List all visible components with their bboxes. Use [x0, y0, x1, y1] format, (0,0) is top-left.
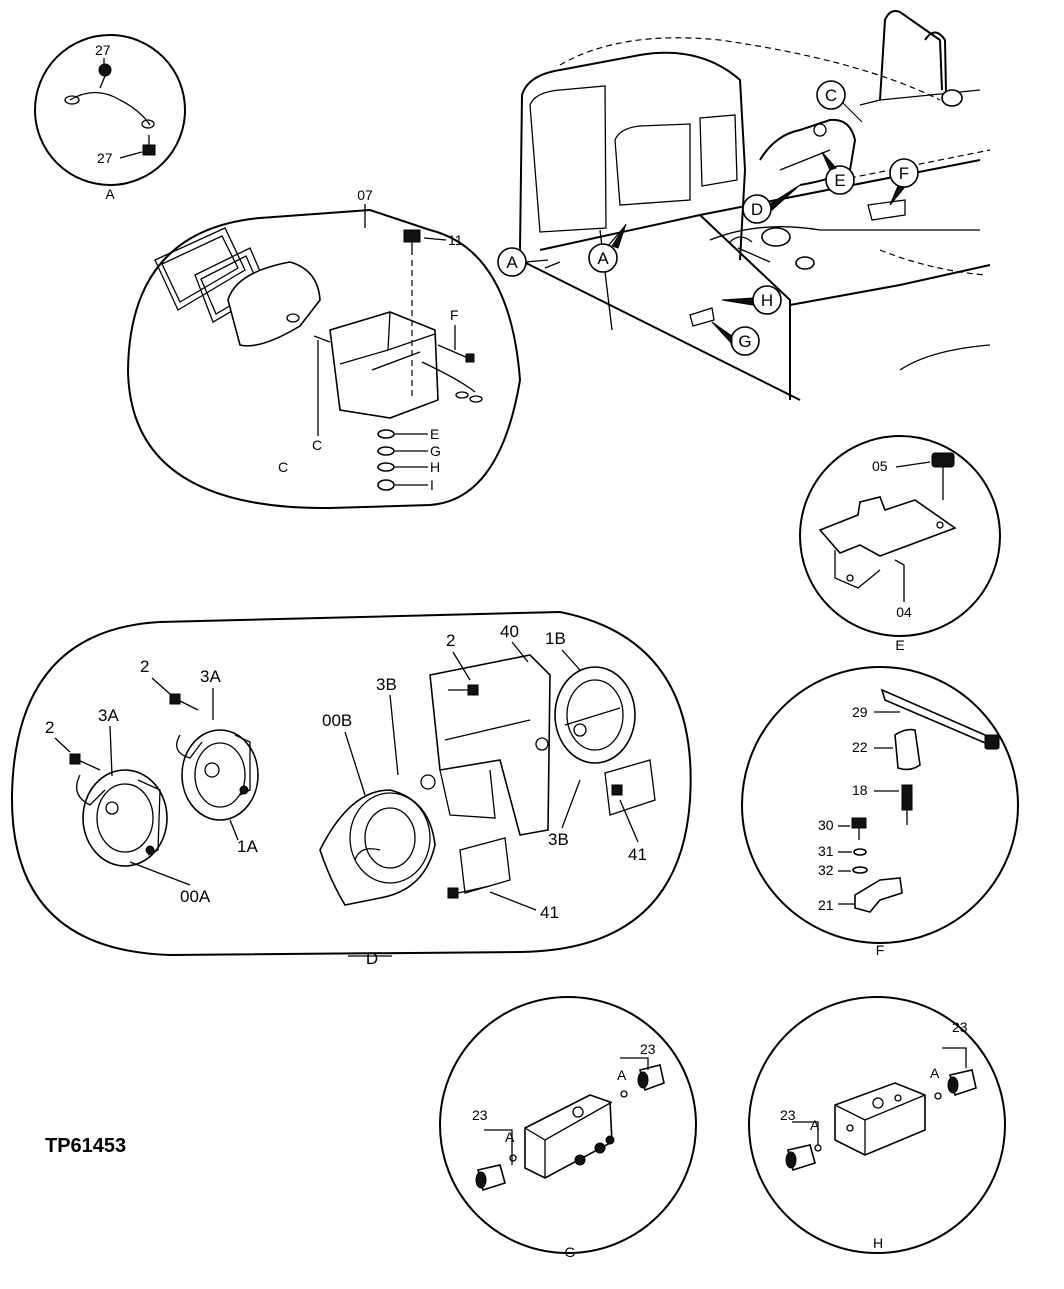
part-3B-left: 3B — [376, 675, 397, 694]
part-30: 30 — [818, 817, 834, 833]
part-2-left: 2 — [45, 718, 54, 737]
part-23-lower: 23 — [780, 1107, 796, 1123]
part-3A-mid: 3A — [200, 667, 221, 686]
callout-A-overview: A — [497, 247, 549, 277]
detail-D: 2 3A 2 3A 1A 00A 2 — [10, 610, 692, 968]
part-1B: 1B — [545, 629, 566, 648]
callout-G-overview: G — [711, 321, 760, 356]
svg-text:E: E — [834, 171, 845, 190]
detail-E: 05 04 E — [799, 435, 1001, 653]
svg-text:H: H — [761, 291, 773, 310]
callout-E-overview: E — [821, 151, 855, 195]
part-A-upper: A — [930, 1065, 940, 1081]
detail-H: 23 A 23 A H — [748, 996, 1006, 1254]
part-27-lower: 27 — [97, 150, 113, 166]
part-I: I — [430, 477, 434, 493]
part-11: 11 — [448, 232, 463, 248]
part-41-right: 41 — [628, 845, 647, 864]
part-23-lower: 23 — [472, 1107, 488, 1123]
part-18: 18 — [852, 782, 868, 798]
machine-overview: A A C D E F H — [497, 10, 991, 401]
svg-text:F: F — [899, 164, 909, 183]
callout-label: A — [506, 253, 518, 272]
part-05: 05 — [872, 458, 888, 474]
part-3A-left: 3A — [98, 706, 119, 725]
callout-F-overview: F — [889, 158, 919, 206]
detail-E-caption: E — [895, 637, 904, 653]
callout-H-overview: H — [721, 285, 782, 315]
part-A-upper: A — [617, 1067, 627, 1083]
detail-G-caption: G — [565, 1244, 576, 1260]
callout-C-overview: C — [816, 80, 863, 123]
part-00B: 00B — [322, 711, 352, 730]
part-E: E — [430, 426, 439, 442]
detail-F: 29 22 18 30 31 32 21 F — [741, 666, 1019, 958]
part-31: 31 — [818, 843, 834, 859]
detail-C-caption: C — [278, 459, 288, 475]
part-F: F — [450, 307, 459, 323]
part-A-lower: A — [505, 1129, 515, 1145]
detail-A-caption: A — [105, 186, 115, 202]
detail-G: 23 A 23 A G — [439, 996, 697, 1260]
part-29: 29 — [852, 704, 868, 720]
detail-H-caption: H — [873, 1235, 883, 1251]
part-23-upper: 23 — [640, 1041, 656, 1057]
detail-C: 07 11 F C — [126, 187, 522, 510]
part-2-right: 2 — [446, 631, 455, 650]
detail-F-caption: F — [876, 942, 885, 958]
svg-text:D: D — [751, 200, 763, 219]
part-04: 04 — [896, 604, 912, 620]
part-H: H — [430, 459, 440, 475]
part-A-lower: A — [810, 1117, 820, 1133]
part-G: G — [430, 443, 441, 459]
part-C: C — [312, 437, 322, 453]
figure-id: TP61453 — [45, 1135, 126, 1157]
part-00A: 00A — [180, 887, 211, 906]
part-40: 40 — [500, 622, 519, 641]
callout-A-cab: A — [588, 223, 627, 273]
part-21: 21 — [818, 897, 834, 913]
part-27-upper: 27 — [95, 42, 111, 58]
svg-text:C: C — [825, 86, 837, 105]
part-07: 07 — [357, 187, 373, 203]
svg-text:A: A — [597, 249, 609, 268]
detail-A: 27 27 A — [34, 34, 186, 202]
part-2-mid: 2 — [140, 657, 149, 676]
part-3B-right: 3B — [548, 830, 569, 849]
part-32: 32 — [818, 862, 834, 878]
callout-D-overview: D — [742, 184, 801, 224]
part-1A: 1A — [237, 837, 258, 856]
svg-text:G: G — [738, 332, 751, 351]
part-23-upper: 23 — [952, 1019, 968, 1035]
part-22: 22 — [852, 739, 868, 755]
detail-D-caption: D — [366, 949, 378, 968]
part-41-lower: 41 — [540, 903, 559, 922]
